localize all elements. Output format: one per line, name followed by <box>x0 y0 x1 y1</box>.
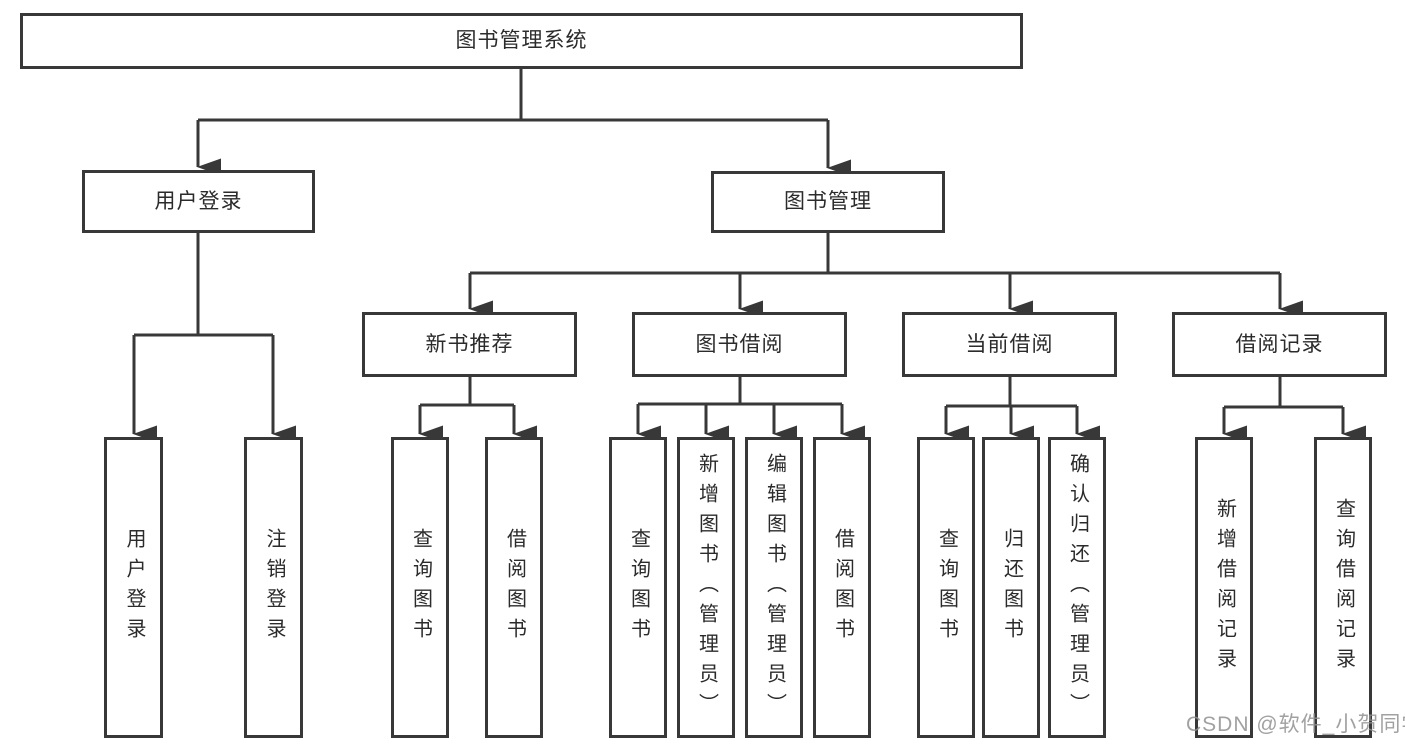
leaf-bb-add-books-admin: 新增图书（管理员） <box>677 437 735 738</box>
leaf-nbr-borrow-books: 借阅图书 <box>485 437 543 738</box>
leaf-bb-borrow-books: 借阅图书 <box>813 437 871 738</box>
node-borrow-records: 借阅记录 <box>1172 312 1387 377</box>
leaf-bb-query-books: 查询图书 <box>609 437 667 738</box>
connector-current-borrow-trunk <box>946 377 1077 408</box>
leaf-nbr-query-books: 查询图书 <box>391 437 449 738</box>
csdn-watermark: CSDN @软件_小贺同学 <box>1186 713 1405 736</box>
connector-root-trunk <box>198 69 828 122</box>
connector-user-login-trunk <box>134 233 273 337</box>
leaf-cb-return-books: 归还图书 <box>982 437 1040 738</box>
leaf-user-login: 用户登录 <box>104 437 163 738</box>
leaf-cb-confirm-return-admin: 确认归还（管理员） <box>1048 437 1106 738</box>
node-root: 图书管理系统 <box>20 13 1023 69</box>
leaf-logout: 注销登录 <box>244 437 303 738</box>
connector-new-book-rec-trunk <box>420 377 514 407</box>
connector-book-mgmt-trunk <box>470 233 1280 275</box>
node-book-mgmt: 图书管理 <box>711 171 945 233</box>
node-new-book-rec: 新书推荐 <box>362 312 577 377</box>
leaf-br-query-record: 查询借阅记录 <box>1314 437 1372 738</box>
connector-borrow-records-trunk <box>1224 377 1343 409</box>
leaf-br-add-record: 新增借阅记录 <box>1195 437 1253 738</box>
node-user-login: 用户登录 <box>82 170 315 233</box>
node-book-borrow: 图书借阅 <box>632 312 847 377</box>
connector-book-borrow-trunk <box>638 377 842 406</box>
leaf-cb-query-books: 查询图书 <box>917 437 975 738</box>
node-current-borrow: 当前借阅 <box>902 312 1117 377</box>
leaf-bb-edit-books-admin: 编辑图书（管理员） <box>745 437 803 738</box>
